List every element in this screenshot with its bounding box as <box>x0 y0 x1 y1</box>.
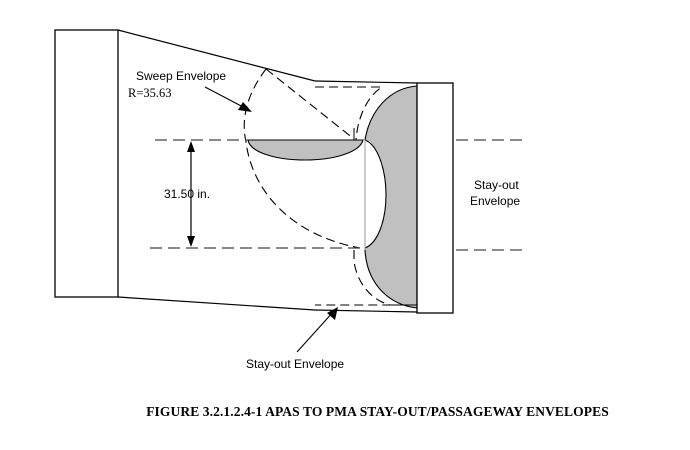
dimension-arrow-up <box>187 141 195 152</box>
radius-dashed-line <box>265 68 355 140</box>
sweep-envelope-label: Sweep Envelope <box>136 69 226 83</box>
lower-taper-line <box>117 296 316 311</box>
dimension-label: 31.50 in. <box>164 187 210 201</box>
sweep-leader-line <box>204 86 246 109</box>
bottom-stayout-dashed <box>315 250 391 306</box>
top-stayout-dashed <box>315 86 384 141</box>
sweep-gray-region <box>247 139 364 161</box>
sweep-envelope-arc <box>243 68 361 249</box>
radius-label: R=35.63 <box>128 86 172 100</box>
stayout-leader-arrowhead <box>327 307 338 320</box>
upper-taper-line <box>117 29 316 82</box>
stayout-leader-line <box>296 310 335 353</box>
stayout-right-label-line2: Envelope <box>470 194 520 208</box>
figure-caption: FIGURE 3.2.1.2.4-1 APAS TO PMA STAY-OUT/… <box>0 404 690 420</box>
left-block-apas <box>54 29 119 298</box>
stay-out-gray-region <box>364 85 418 309</box>
sweep-leader-arrowhead <box>238 102 252 112</box>
upper-top-line <box>314 80 418 84</box>
stayout-bottom-label: Stay-out Envelope <box>246 357 344 371</box>
right-block-pma <box>416 82 454 314</box>
figure-caption-text: FIGURE 3.2.1.2.4-1 APAS TO PMA STAY-OUT/… <box>146 404 609 419</box>
dimension-arrow-down <box>187 236 195 247</box>
stayout-right-label-line1: Stay-out <box>474 178 519 192</box>
